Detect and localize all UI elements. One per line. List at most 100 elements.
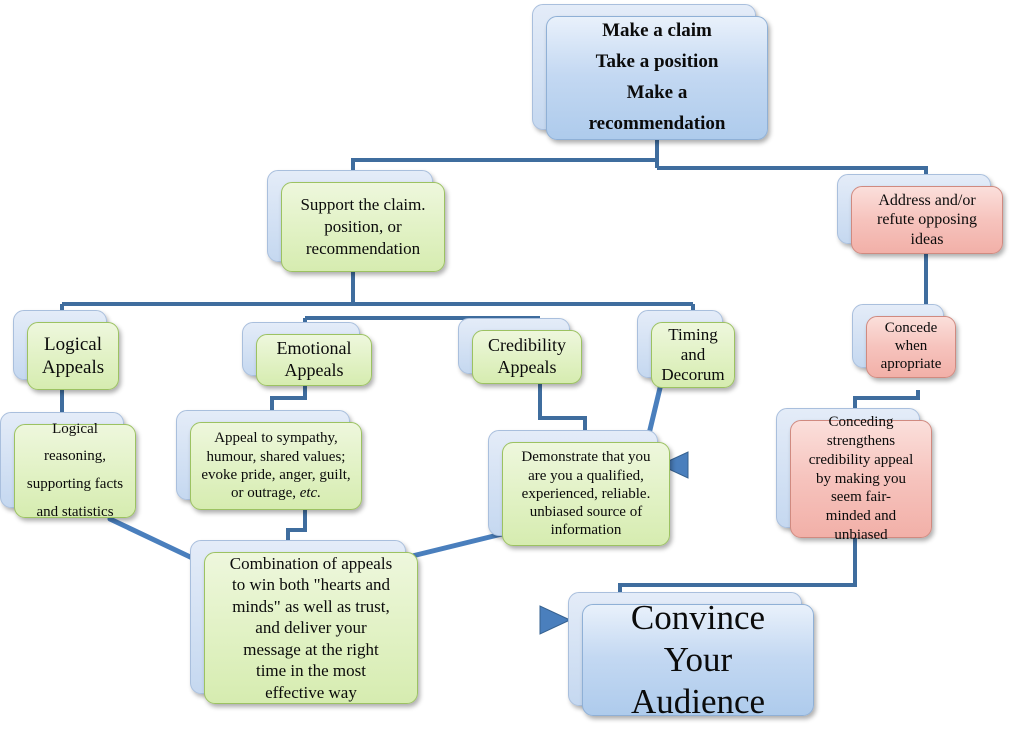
node-line: position, or: [324, 216, 402, 236]
node-line: Emotional: [276, 338, 352, 359]
node-line: Convince: [630, 598, 766, 637]
node-line: apropriate: [880, 355, 942, 372]
node-face: Conceding strengthens credibility appeal…: [790, 414, 932, 543]
node-text: Logical reasoning, supporting facts and …: [22, 416, 128, 527]
node-text: Conceding strengthens credibility appeal…: [809, 413, 914, 544]
node-text: Support the claim. position, or recommen…: [300, 194, 425, 260]
node-line: Take a position: [595, 51, 719, 73]
connector-conceding-to-convince: [618, 538, 857, 600]
node-emotional-appeals[interactable]: Emotional Appeals: [242, 322, 372, 386]
node-line: Audience: [630, 682, 766, 721]
node-line: supporting facts: [26, 476, 124, 492]
connector-emotional-to-appealto: [270, 386, 307, 418]
node-line: Appeal to sympathy,: [214, 430, 338, 447]
node-support-the-claim[interactable]: Support the claim. position, or recommen…: [267, 170, 445, 272]
node-line: message at the right: [243, 639, 379, 659]
node-line: by making you: [815, 470, 906, 487]
node-line: are you a qualified,: [528, 467, 644, 484]
node-line: experienced, reliable.: [521, 485, 651, 502]
node-text: Make a claim Take a position Make a reco…: [589, 16, 726, 139]
node-line: time in the most: [255, 661, 366, 681]
node-text: Concede when apropriate: [881, 320, 942, 373]
node-line: Decorum: [661, 365, 725, 385]
connector-logreason-to-combination: [107, 516, 208, 567]
node-face: Demonstrate that you are you a qualified…: [502, 442, 670, 546]
node-line: Make a: [626, 82, 688, 103]
node-face: Support the claim. position, or recommen…: [281, 182, 445, 272]
node-line-emphasis: etc.: [299, 485, 321, 502]
node-make-a-claim[interactable]: Make a claim Take a position Make a reco…: [532, 4, 768, 140]
node-line: seem fair-: [830, 489, 892, 506]
node-line: unbiased source of: [529, 504, 643, 521]
node-face: Emotional Appeals: [256, 334, 372, 386]
node-line: Appeals: [41, 357, 105, 378]
node-combination-of-appeals[interactable]: Combination of appeals to win both "hear…: [190, 540, 418, 704]
node-text: Logical Appeals: [42, 333, 104, 379]
node-line: Timing: [668, 324, 718, 344]
node-text: Demonstrate that you are you a qualified…: [521, 448, 650, 539]
node-face: Concede when apropriate: [866, 316, 956, 378]
node-line: Appeals: [497, 357, 557, 377]
node-line: Logical: [43, 333, 102, 355]
node-line: Conceding: [828, 414, 894, 431]
node-face: Convince Your Audience: [582, 598, 814, 721]
node-text: Appeal to sympathy, humour, shared value…: [201, 429, 350, 502]
node-text: Address and/or refute opposing ideas: [877, 191, 977, 250]
node-line: and: [680, 344, 706, 364]
node-line: Combination of appeals: [229, 554, 393, 574]
node-line: Concede: [884, 320, 938, 337]
node-line: and deliver your: [255, 618, 367, 638]
node-timing-and-decorum[interactable]: Timing and Decorum: [637, 310, 735, 388]
connector-demo-to-combination: [401, 531, 505, 561]
node-line: Make a claim: [602, 20, 712, 42]
node-line: Support the claim.: [300, 194, 426, 214]
node-demonstrate-qualified[interactable]: Demonstrate that you are you a qualified…: [488, 430, 670, 546]
node-line: ideas: [910, 230, 944, 248]
node-face: Appeal to sympathy, humour, shared value…: [190, 422, 362, 510]
node-face: Credibility Appeals: [472, 330, 582, 384]
node-line: credibility appeal: [808, 451, 914, 468]
node-face: Combination of appeals to win both "hear…: [204, 552, 418, 704]
node-conceding-strengthens[interactable]: Conceding strengthens credibility appeal…: [776, 408, 932, 543]
node-line: minded and: [825, 508, 897, 525]
node-line: recommendation: [588, 112, 726, 134]
node-convince-your-audience[interactable]: Convince Your Audience: [568, 592, 814, 721]
arrow-combination-to-convince: [420, 605, 572, 635]
node-credibility-appeals[interactable]: Credibility Appeals: [458, 318, 582, 384]
node-line: information: [550, 522, 622, 539]
node-text: Combination of appeals to win both "hear…: [230, 553, 392, 703]
node-line: to win both "hearts and: [231, 575, 390, 595]
node-line: and statistics: [36, 503, 114, 520]
node-line-italic: or outrage, etc.: [201, 484, 350, 502]
node-logical-reasoning[interactable]: Logical reasoning, supporting facts and …: [0, 412, 136, 520]
node-face: Make a claim Take a position Make a reco…: [546, 16, 768, 140]
node-face: Logical Appeals: [27, 322, 119, 390]
node-line: strengthens: [826, 433, 896, 450]
node-line: minds" as well as trust,: [232, 596, 390, 616]
node-text: Convince Your Audience: [631, 597, 765, 723]
node-line-text: or outrage,: [231, 485, 300, 502]
node-line: effective way: [265, 682, 357, 702]
node-face: Logical reasoning, supporting facts and …: [14, 421, 136, 520]
node-line: Logical reasoning,: [43, 420, 107, 465]
connector-appealto-to-combination: [286, 510, 307, 548]
connector-credibility-to-demo: [538, 384, 587, 438]
node-text: Timing and Decorum: [661, 325, 724, 385]
node-concede-when-appropriate[interactable]: Concede when apropriate: [852, 304, 956, 378]
node-line: recommendation: [305, 239, 421, 259]
node-face: Timing and Decorum: [651, 322, 735, 388]
node-text: Credibility Appeals: [488, 335, 566, 379]
node-line: refute opposing: [877, 211, 977, 229]
node-logical-appeals[interactable]: Logical Appeals: [13, 310, 119, 390]
node-line: Your: [663, 640, 733, 679]
node-address-refute-opposing[interactable]: Address and/or refute opposing ideas: [837, 174, 1003, 254]
node-line: evoke pride, anger, guilt,: [201, 467, 351, 483]
node-face: Address and/or refute opposing ideas: [851, 186, 1003, 254]
connector-timing-to-demo: [645, 385, 663, 441]
node-line: unbiased: [834, 526, 888, 543]
node-text: Emotional Appeals: [277, 338, 352, 382]
node-appeal-to-sympathy[interactable]: Appeal to sympathy, humour, shared value…: [176, 410, 362, 510]
arrow-conceding-to-demo: [658, 451, 776, 479]
